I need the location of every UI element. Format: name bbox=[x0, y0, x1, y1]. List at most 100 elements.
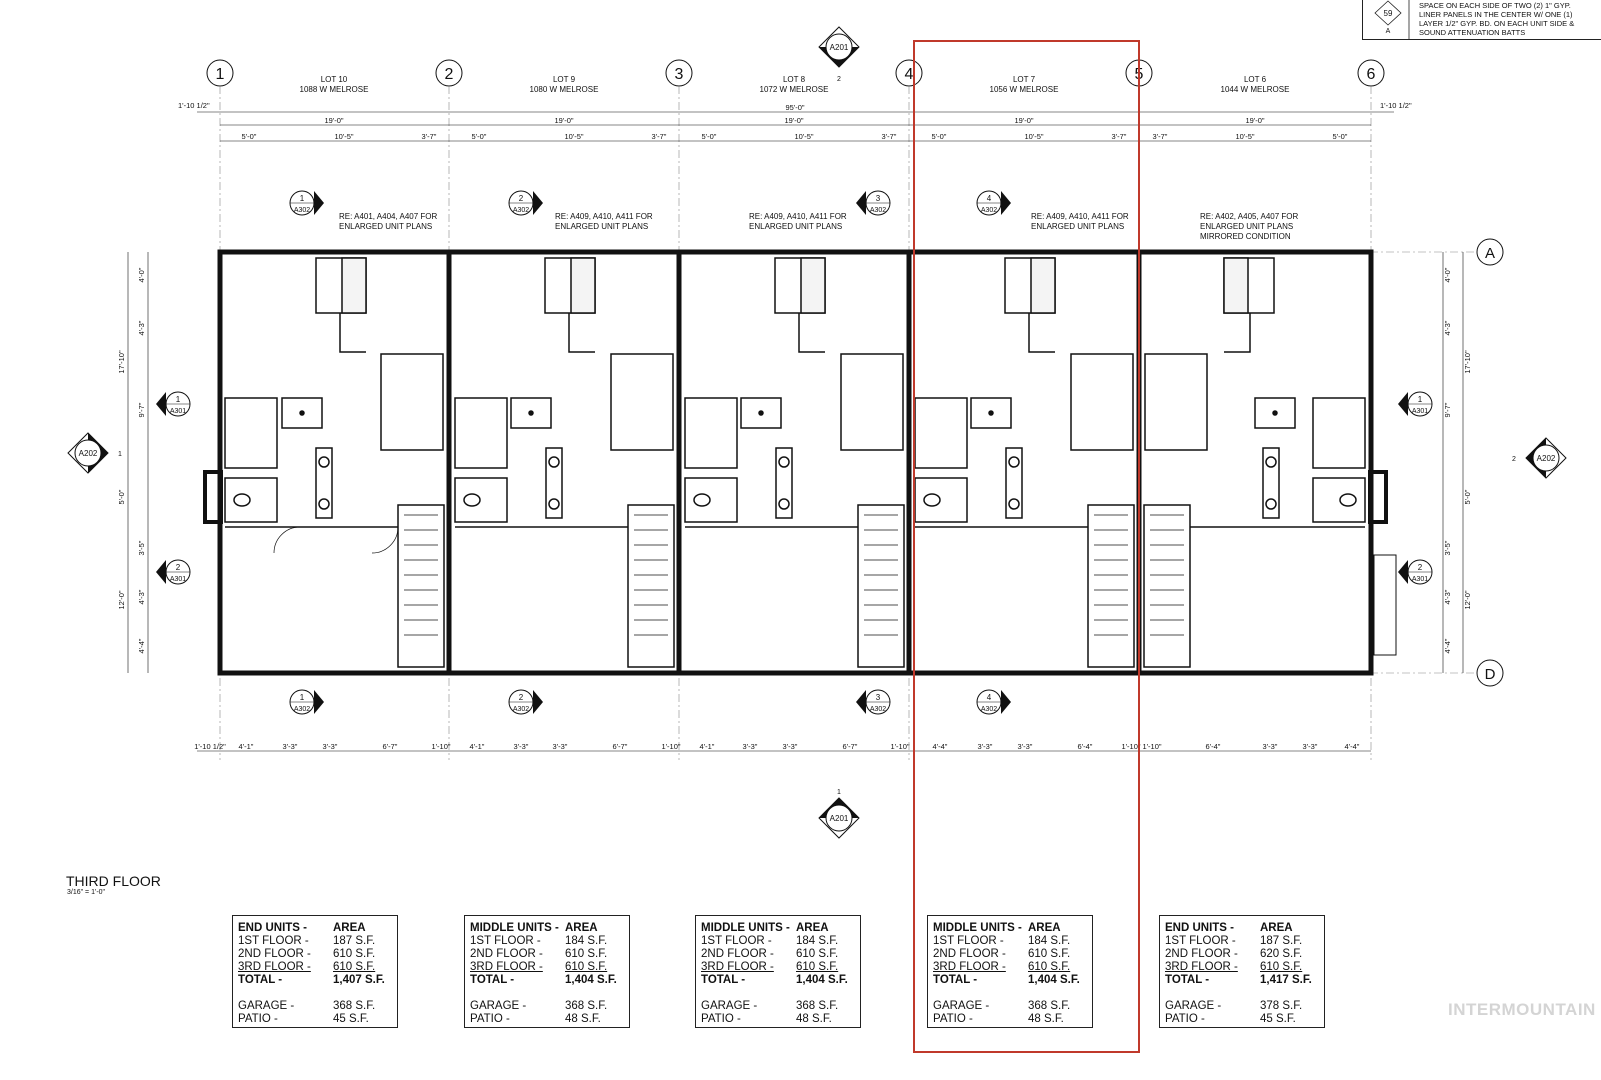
area-label: 3RD FLOOR - bbox=[470, 961, 543, 973]
svg-text:A202: A202 bbox=[79, 449, 98, 458]
grid-label: 3 bbox=[675, 66, 684, 83]
drawing-title: THIRD FLOOR bbox=[66, 873, 161, 889]
dim-overall: 95'-0" bbox=[785, 103, 804, 112]
area-label: 3RD FLOOR - bbox=[238, 961, 311, 973]
dim-unit: 19'-0" bbox=[554, 116, 573, 125]
area-value: 620 S.F. bbox=[1260, 948, 1303, 960]
svg-text:3: 3 bbox=[876, 194, 881, 203]
svg-text:4: 4 bbox=[987, 194, 992, 203]
dim-end-right: 1'-10 1/2" bbox=[1380, 101, 1412, 110]
area-label: GARAGE - bbox=[1165, 1000, 1222, 1012]
area-value: 187 S.F. bbox=[333, 935, 376, 947]
svg-text:A301: A301 bbox=[170, 408, 186, 415]
area-row: TOTAL -1,404 S.F. bbox=[470, 974, 621, 987]
grid-label: 6 bbox=[1367, 66, 1376, 83]
area-label: END UNITS - bbox=[1165, 922, 1234, 934]
drawing-scale: 3/16" = 1'-0" bbox=[67, 889, 106, 896]
spacer bbox=[1165, 987, 1316, 1000]
dim-end-left: 1'-10 1/2" bbox=[178, 101, 210, 110]
area-label: MIDDLE UNITS - bbox=[933, 922, 1022, 934]
area-label: 3RD FLOOR - bbox=[1165, 961, 1238, 973]
area-value: AREA bbox=[1260, 922, 1293, 934]
area-row: MIDDLE UNITS -AREA bbox=[701, 922, 852, 935]
svg-text:5'-0": 5'-0" bbox=[117, 489, 126, 504]
area-row: 3RD FLOOR -610 S.F. bbox=[933, 961, 1084, 974]
area-row: TOTAL -1,407 S.F. bbox=[238, 974, 389, 987]
area-label: 1ST FLOOR - bbox=[238, 935, 309, 947]
section-tag-a301: 1 A301 bbox=[1398, 391, 1433, 417]
lot-7-highlight bbox=[913, 40, 1140, 1053]
area-value: AREA bbox=[333, 922, 366, 934]
svg-text:A301: A301 bbox=[170, 576, 186, 583]
elevation-marker-a202-right: A202 2 bbox=[1512, 437, 1567, 479]
area-value: 184 S.F. bbox=[1028, 935, 1071, 947]
area-label: MIDDLE UNITS - bbox=[470, 922, 559, 934]
dim-bottom: 4'-4" bbox=[933, 742, 948, 751]
dim-sub: 3'-7" bbox=[652, 132, 667, 141]
dim-unit: 19'-0" bbox=[324, 116, 343, 125]
dim-unit: 19'-0" bbox=[1014, 116, 1033, 125]
svg-text:A302: A302 bbox=[981, 207, 997, 214]
svg-text:1: 1 bbox=[176, 395, 181, 404]
area-label: PATIO - bbox=[470, 1013, 510, 1025]
section-tag-a302: 2 A302 bbox=[508, 689, 543, 715]
grid-bubble-A: A bbox=[1476, 238, 1504, 266]
area-row: PATIO -48 S.F. bbox=[933, 1013, 1084, 1026]
svg-text:2: 2 bbox=[1418, 563, 1423, 572]
grid-label: 2 bbox=[445, 66, 454, 83]
svg-text:A302: A302 bbox=[870, 207, 886, 214]
grid-label: 4 bbox=[905, 66, 914, 83]
svg-text:A302: A302 bbox=[870, 706, 886, 713]
svg-text:2: 2 bbox=[1512, 456, 1516, 463]
svg-text:1: 1 bbox=[118, 451, 122, 458]
svg-text:3: 3 bbox=[876, 693, 881, 702]
unit-lot-8 bbox=[684, 257, 905, 668]
dim-bottom: 3'-3" bbox=[323, 742, 338, 751]
grid-bubble-1: 1 bbox=[206, 59, 234, 87]
lot-address: 1072 W MELROSE bbox=[760, 85, 829, 94]
svg-text:4: 4 bbox=[987, 693, 992, 702]
area-row: 3RD FLOOR -610 S.F. bbox=[1165, 961, 1316, 974]
building-walls bbox=[203, 249, 1397, 676]
spacer bbox=[701, 987, 852, 1000]
dim-bottom: 4'-1" bbox=[470, 742, 485, 751]
grid-label: A bbox=[1485, 245, 1495, 262]
top-dimensions bbox=[197, 111, 1394, 142]
svg-text:A302: A302 bbox=[294, 706, 310, 713]
dim-bottom: 3'-3" bbox=[743, 742, 758, 751]
dim-bottom: 4'-1" bbox=[239, 742, 254, 751]
area-value: 45 S.F. bbox=[333, 1013, 369, 1025]
svg-text:17'-10": 17'-10" bbox=[117, 350, 126, 374]
dim-sub: 10'-5" bbox=[794, 132, 813, 141]
lot-address: 1044 W MELROSE bbox=[1221, 85, 1290, 94]
spacer bbox=[933, 987, 1084, 1000]
lot-address: 1056 W MELROSE bbox=[990, 85, 1059, 94]
area-row: 1ST FLOOR -187 S.F. bbox=[1165, 935, 1316, 948]
ref-line: ENLARGED UNIT PLANS bbox=[1031, 222, 1124, 231]
note-tag-number: 59 bbox=[1384, 9, 1393, 18]
grid-bubble-3: 3 bbox=[665, 59, 693, 87]
area-value: 1,417 S.F. bbox=[1260, 974, 1312, 986]
area-row: 2ND FLOOR -610 S.F. bbox=[933, 948, 1084, 961]
dim-bottom: 1'-10" bbox=[661, 742, 680, 751]
area-row: 3RD FLOOR -610 S.F. bbox=[470, 961, 621, 974]
side-dimensions bbox=[127, 252, 1464, 673]
area-value: 368 S.F. bbox=[565, 1000, 608, 1012]
area-label: PATIO - bbox=[238, 1013, 278, 1025]
side-dimension-labels: 17'-10" 5'-0" 12'-0" 4'-0" 4'-3" 9'-7" 3… bbox=[117, 267, 1472, 653]
dim-bottom: 3'-3" bbox=[1018, 742, 1033, 751]
area-label: GARAGE - bbox=[933, 1000, 990, 1012]
ref-line: ENLARGED UNIT PLANS bbox=[1200, 222, 1293, 231]
section-tag-a302: 4 A302 bbox=[976, 190, 1011, 216]
svg-text:4'-3": 4'-3" bbox=[137, 320, 146, 335]
area-label: PATIO - bbox=[933, 1013, 973, 1025]
area-row: GARAGE -368 S.F. bbox=[470, 1000, 621, 1013]
area-row: 2ND FLOOR -610 S.F. bbox=[470, 948, 621, 961]
dim-bottom: 1'-10" bbox=[1121, 742, 1140, 751]
svg-text:9'-7": 9'-7" bbox=[137, 402, 146, 417]
unit-lot-7 bbox=[914, 257, 1135, 668]
grid-label: 1 bbox=[216, 66, 225, 83]
dim-sub: 3'-7" bbox=[1112, 132, 1127, 141]
dim-bottom: 6'-4" bbox=[1078, 742, 1093, 751]
